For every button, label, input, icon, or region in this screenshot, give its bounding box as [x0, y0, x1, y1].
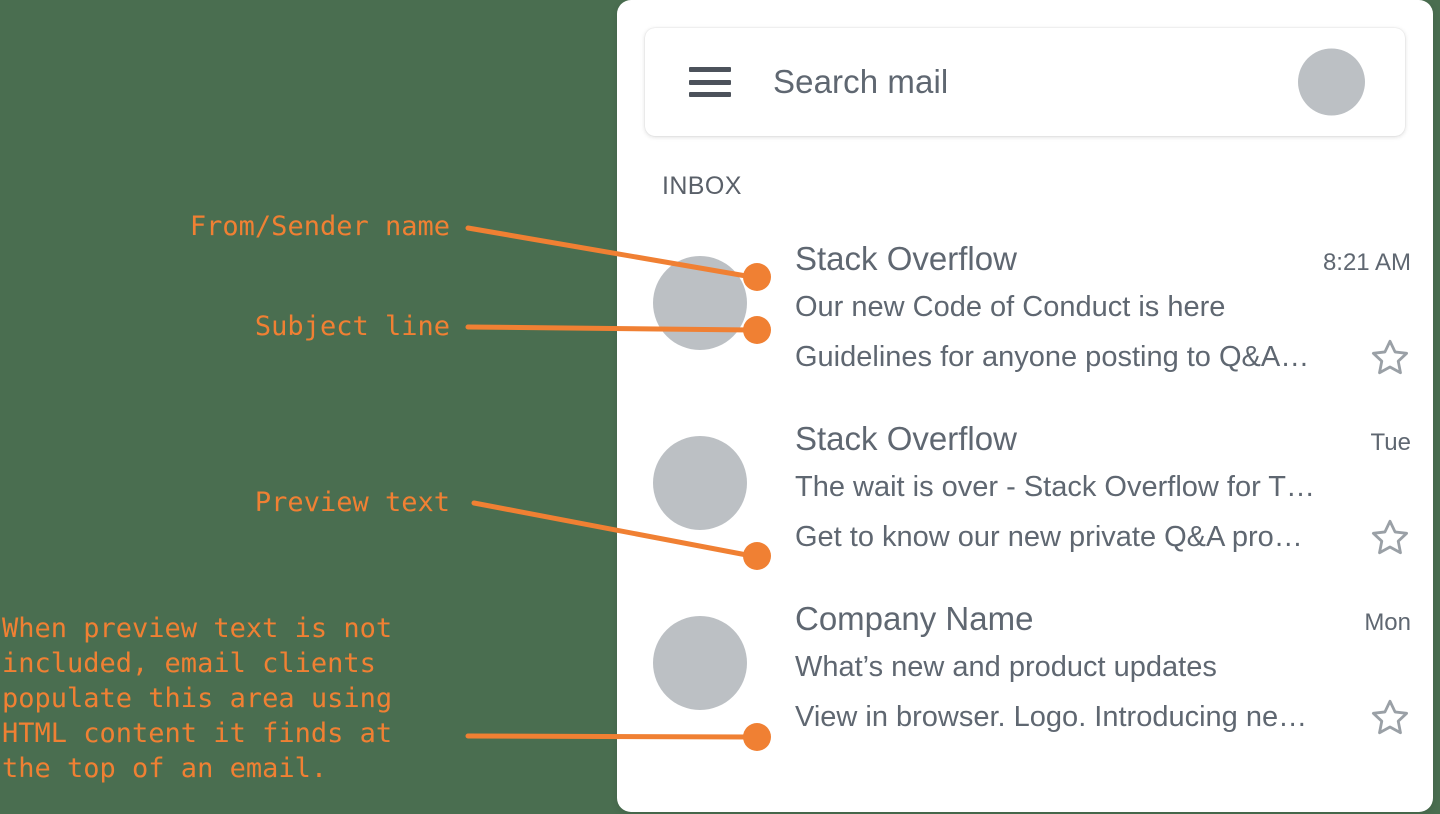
email-content: Company Name Mon What’s new and product … [795, 600, 1433, 738]
email-list-item[interactable]: Stack Overflow Tue The wait is over - St… [617, 420, 1433, 600]
email-header-line: Stack Overflow 8:21 AM [795, 240, 1411, 278]
star-outline-icon[interactable] [1369, 516, 1411, 558]
email-preview-line: Get to know our new private Q&A pro… [795, 516, 1411, 558]
email-preview-line: View in browser. Logo. Introducing ne… [795, 696, 1411, 738]
email-sender: Stack Overflow [795, 420, 1017, 457]
sender-avatar [653, 436, 747, 530]
email-list-item[interactable]: Stack Overflow 8:21 AM Our new Code of C… [617, 240, 1433, 420]
sender-avatar [653, 256, 747, 350]
hamburger-bar [689, 79, 731, 85]
star-outline-icon[interactable] [1369, 336, 1411, 378]
email-time: Mon [1364, 609, 1411, 636]
email-preview: View in browser. Logo. Introducing ne… [795, 700, 1308, 733]
hamburger-bar [689, 67, 731, 72]
email-list: Stack Overflow 8:21 AM Our new Code of C… [617, 240, 1433, 780]
mail-app-panel: Search mail INBOX Stack Overflow 8:21 AM… [617, 0, 1433, 812]
email-preview: Guidelines for anyone posting to Q&A… [795, 340, 1310, 373]
email-content: Stack Overflow Tue The wait is over - St… [795, 420, 1433, 558]
email-header-line: Company Name Mon [795, 600, 1411, 638]
account-avatar[interactable] [1298, 48, 1365, 116]
search-bar[interactable]: Search mail [645, 28, 1405, 136]
hamburger-bar [689, 92, 731, 97]
email-content: Stack Overflow 8:21 AM Our new Code of C… [795, 240, 1433, 378]
email-list-item[interactable]: Company Name Mon What’s new and product … [617, 600, 1433, 780]
email-subject: What’s new and product updates [795, 651, 1217, 683]
email-subject: Our new Code of Conduct is here [795, 291, 1226, 323]
folder-label: INBOX [662, 172, 742, 200]
email-preview-line: Guidelines for anyone posting to Q&A… [795, 336, 1411, 378]
email-header-line: Stack Overflow Tue [795, 420, 1411, 458]
email-sender: Company Name [795, 600, 1034, 637]
star-outline-icon[interactable] [1369, 696, 1411, 738]
hamburger-icon[interactable] [689, 67, 731, 97]
email-subject: The wait is over - Stack Overflow for T… [795, 471, 1315, 503]
email-sender: Stack Overflow [795, 240, 1017, 277]
sender-avatar [653, 616, 747, 710]
email-preview: Get to know our new private Q&A pro… [795, 520, 1303, 553]
search-input[interactable]: Search mail [773, 63, 949, 100]
email-time: 8:21 AM [1322, 249, 1411, 276]
email-time: Tue [1370, 429, 1411, 456]
